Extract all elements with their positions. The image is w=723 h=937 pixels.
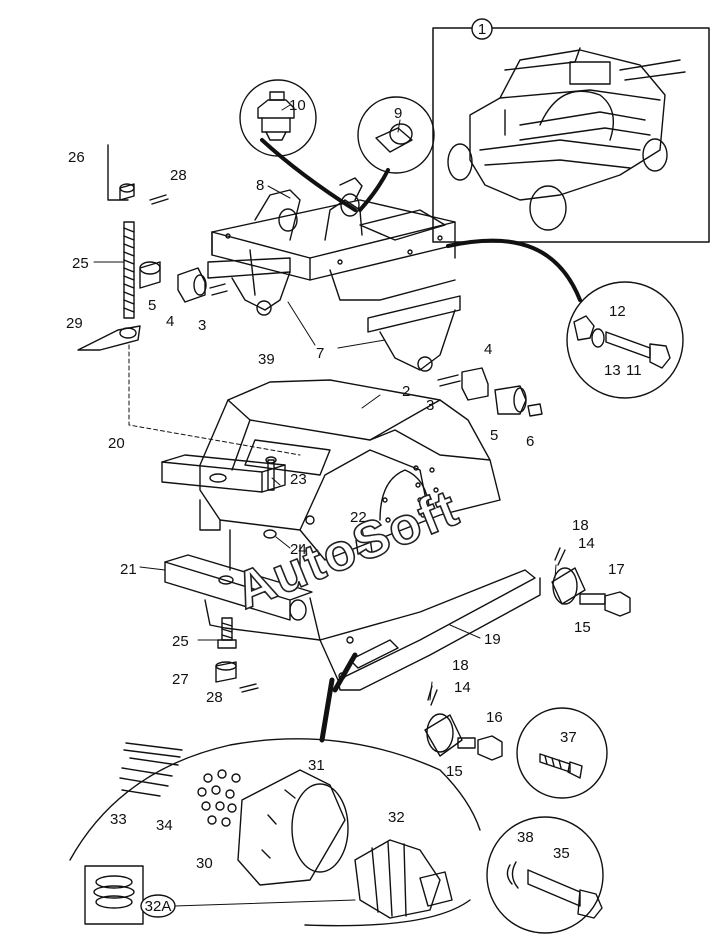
watermark-text: AutoSoft <box>227 479 467 621</box>
bush-9 <box>357 96 435 212</box>
part-label-15-bottom: 15 <box>446 763 463 780</box>
eccentric-assembly <box>69 652 481 927</box>
part-label-14-bottom: 14 <box>454 679 471 696</box>
part-label-24: 24 <box>290 541 307 558</box>
part-label-38: 38 <box>517 829 534 846</box>
part-label-19: 19 <box>484 631 501 648</box>
part-label-10: 10 <box>289 97 306 114</box>
part-label-17: 17 <box>608 561 625 578</box>
rubber-buffer-lower <box>424 685 503 761</box>
part-label-5-right: 5 <box>490 427 498 444</box>
part-label-28-top: 28 <box>170 167 187 184</box>
callout-32a-label: 32A <box>145 898 172 915</box>
inset-connector-line <box>446 238 582 302</box>
part-label-34: 34 <box>156 817 173 834</box>
part-label-35: 35 <box>553 845 570 862</box>
vibrator-housing-39 <box>199 379 501 571</box>
part-label-21: 21 <box>120 561 137 578</box>
rubber-buffer-upper <box>551 547 631 617</box>
bracket-21 <box>164 554 313 621</box>
machine-overview-inset <box>432 18 710 243</box>
pin-right <box>437 367 543 417</box>
pivot-bracket-7 <box>207 257 461 372</box>
part-label-15-top: 15 <box>574 619 591 636</box>
grease-nipple <box>239 79 357 212</box>
nut-24 <box>263 529 277 539</box>
lower-stud-25 <box>215 617 259 693</box>
bolt-callout-11 <box>566 281 684 399</box>
pin-left <box>139 261 228 303</box>
part-label-11: 11 <box>626 362 642 379</box>
part-label-30: 30 <box>196 855 213 872</box>
part-label-6: 6 <box>526 433 534 450</box>
part-label-31: 31 <box>308 757 325 774</box>
leader-7 <box>287 301 386 349</box>
screw-callout-37 <box>516 707 608 799</box>
part-label-3-right: 3 <box>426 397 434 414</box>
part-label-12: 12 <box>609 303 626 320</box>
part-label-20: 20 <box>108 435 125 452</box>
part-label-2: 2 <box>402 383 410 400</box>
part-labels: 10 9 8 26 28 25 5 4 3 29 7 12 13 11 4 39… <box>66 97 642 872</box>
part-label-4-left: 4 <box>166 313 174 330</box>
bolt-23 <box>265 456 277 491</box>
callout-32a: 32A <box>140 894 176 918</box>
part-label-7: 7 <box>316 345 324 362</box>
part-label-39: 39 <box>258 351 275 368</box>
part-label-29: 29 <box>66 315 83 332</box>
part-label-13: 13 <box>604 362 621 379</box>
part-label-32: 32 <box>388 809 405 826</box>
part-label-18-top: 18 <box>572 517 589 534</box>
part-label-33: 33 <box>110 811 127 828</box>
part-label-9: 9 <box>394 105 402 122</box>
inset-number-label: 1 <box>478 21 486 38</box>
part-label-28-bottom: 28 <box>206 689 223 706</box>
part-label-14-top: 14 <box>578 535 595 552</box>
part-label-27: 27 <box>172 671 189 688</box>
part-label-26: 26 <box>68 149 85 166</box>
part-label-4-right: 4 <box>484 341 492 358</box>
upper-frame-8 <box>211 177 456 301</box>
leader-lines <box>93 104 557 701</box>
part-label-5-left: 5 <box>148 297 156 314</box>
part-label-22: 22 <box>350 509 367 526</box>
part-label-16: 16 <box>486 709 503 726</box>
adjuster-rod-25 <box>77 144 301 456</box>
part-label-3-left: 3 <box>198 317 206 334</box>
part-label-37: 37 <box>560 729 577 746</box>
part-label-25-top: 25 <box>72 255 89 272</box>
part-label-18-bottom: 18 <box>452 657 469 674</box>
bolt-callout-35 <box>486 816 604 934</box>
part-label-8: 8 <box>256 177 264 194</box>
part-label-23: 23 <box>290 471 307 488</box>
part-label-25-bottom: 25 <box>172 633 189 650</box>
